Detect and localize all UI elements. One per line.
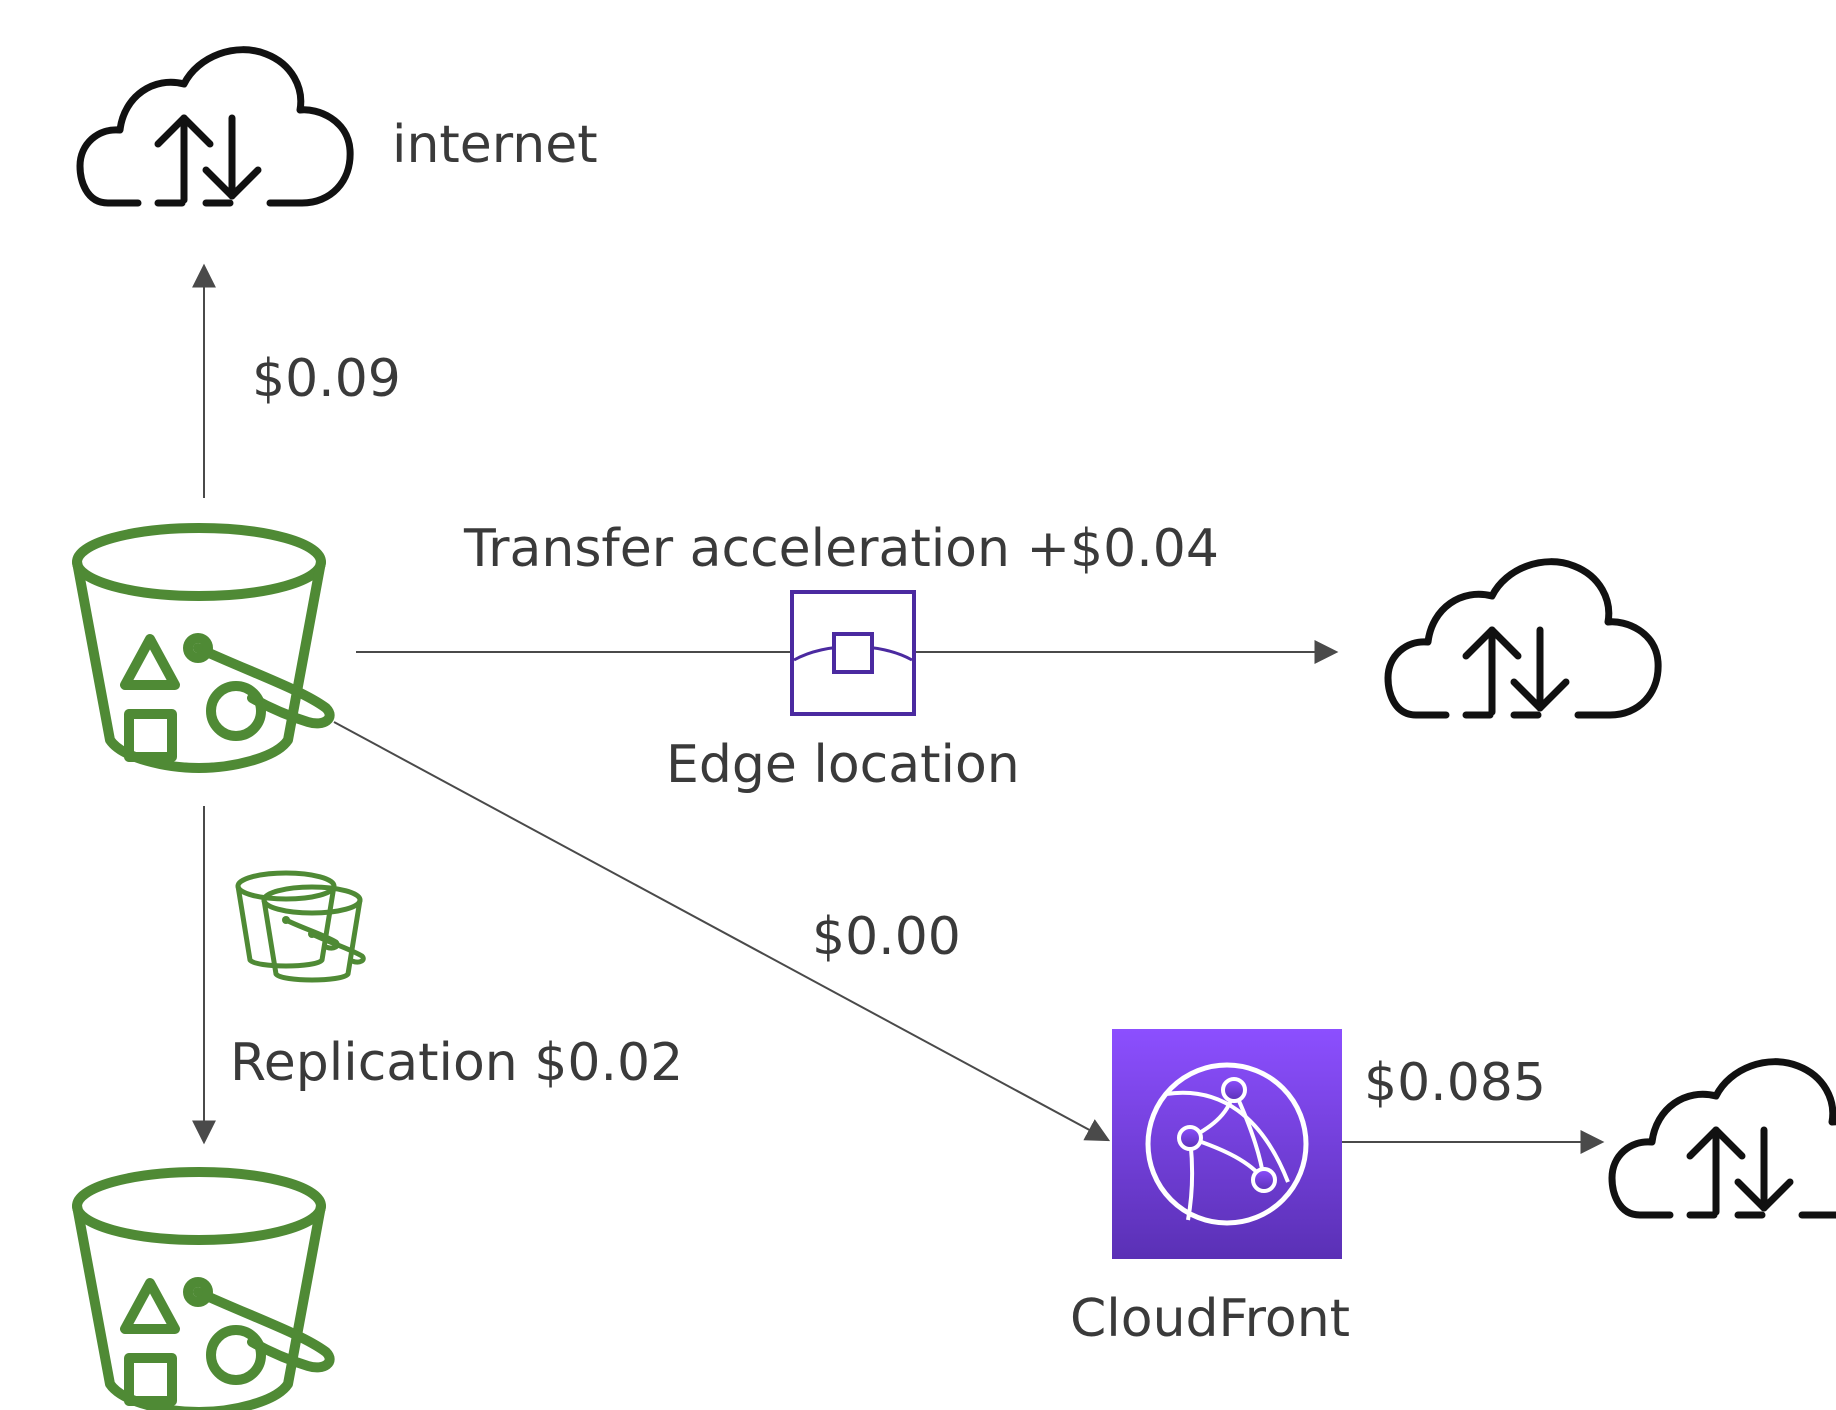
internet-label: internet — [392, 115, 598, 175]
arrow-bucket-to-cloudfront — [333, 721, 1111, 1142]
internet-cloud-icon — [80, 50, 350, 203]
cloudfront-egress-cost-label: $0.085 — [1364, 1053, 1546, 1113]
accelerated-user-cloud-icon — [1388, 562, 1658, 715]
cloudfront-label: CloudFront — [1070, 1289, 1350, 1349]
s3-replication-icon — [238, 873, 363, 980]
edge-location-label: Edge location — [666, 735, 1020, 795]
replication-label: Replication $0.02 — [230, 1033, 683, 1093]
cloudfront-icon — [1112, 1029, 1342, 1259]
source-s3-bucket-icon — [77, 528, 330, 768]
cloudfront-user-cloud-icon — [1612, 1062, 1836, 1215]
internet-cost-label: $0.09 — [252, 349, 401, 409]
replica-s3-bucket-icon — [77, 1172, 330, 1410]
cloudfront-origin-cost-label: $0.00 — [812, 907, 961, 967]
edge-location-icon — [790, 590, 916, 716]
transfer-acceleration-label: Transfer acceleration +$0.04 — [463, 519, 1219, 579]
